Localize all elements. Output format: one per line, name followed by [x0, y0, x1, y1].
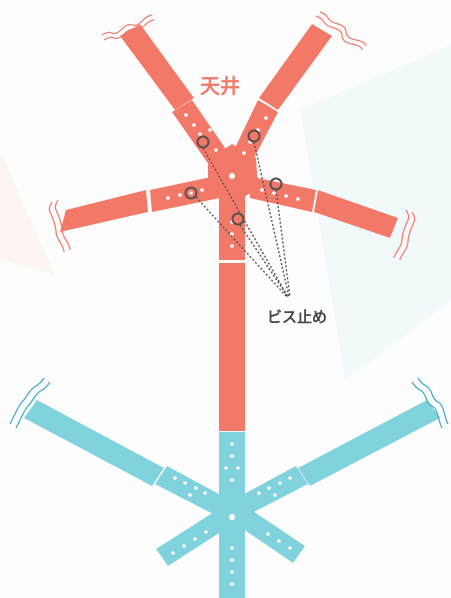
squiggle-top-right: [315, 15, 363, 51]
screw-rings: [184, 129, 283, 226]
lower-arm-left-long: [24, 400, 164, 486]
squiggle-lower-right: [417, 377, 449, 425]
lower-squiggles: [9, 377, 449, 429]
screw-ring-4: [269, 177, 283, 191]
screw-ring-3: [184, 186, 198, 200]
squiggle-lower-left: [9, 377, 45, 425]
upper-arm-right-long: [314, 190, 398, 238]
lower-arm-right-long: [298, 400, 440, 486]
upper-arm-top-right-long: [259, 24, 332, 110]
upper-arm-left-long: [60, 190, 148, 232]
upper-arm-right-short: [248, 176, 316, 212]
squiggle-top-left: [103, 19, 155, 41]
lower-holes: [171, 442, 292, 586]
ceiling-label: 天井: [200, 74, 240, 98]
ceiling-squiggles: [48, 11, 416, 261]
lower-hub-hole: [229, 514, 235, 520]
upper-bracket: [60, 24, 398, 431]
squiggle-right: [393, 209, 410, 259]
upper-hub-hole: [229, 173, 235, 179]
upper-holes: [166, 113, 300, 248]
background-shape-left: [0, 150, 55, 275]
upper-column-bottom: [219, 263, 245, 431]
screw-leader-lines: [195, 141, 291, 298]
upper-arm-top-left-long: [120, 24, 194, 110]
screw-ring-2: [247, 129, 261, 143]
screw-fastening-label: ビス止め: [267, 308, 327, 326]
screw-ring-1: [196, 135, 210, 149]
lower-hub: [212, 488, 254, 532]
squiggle-left: [54, 199, 71, 251]
